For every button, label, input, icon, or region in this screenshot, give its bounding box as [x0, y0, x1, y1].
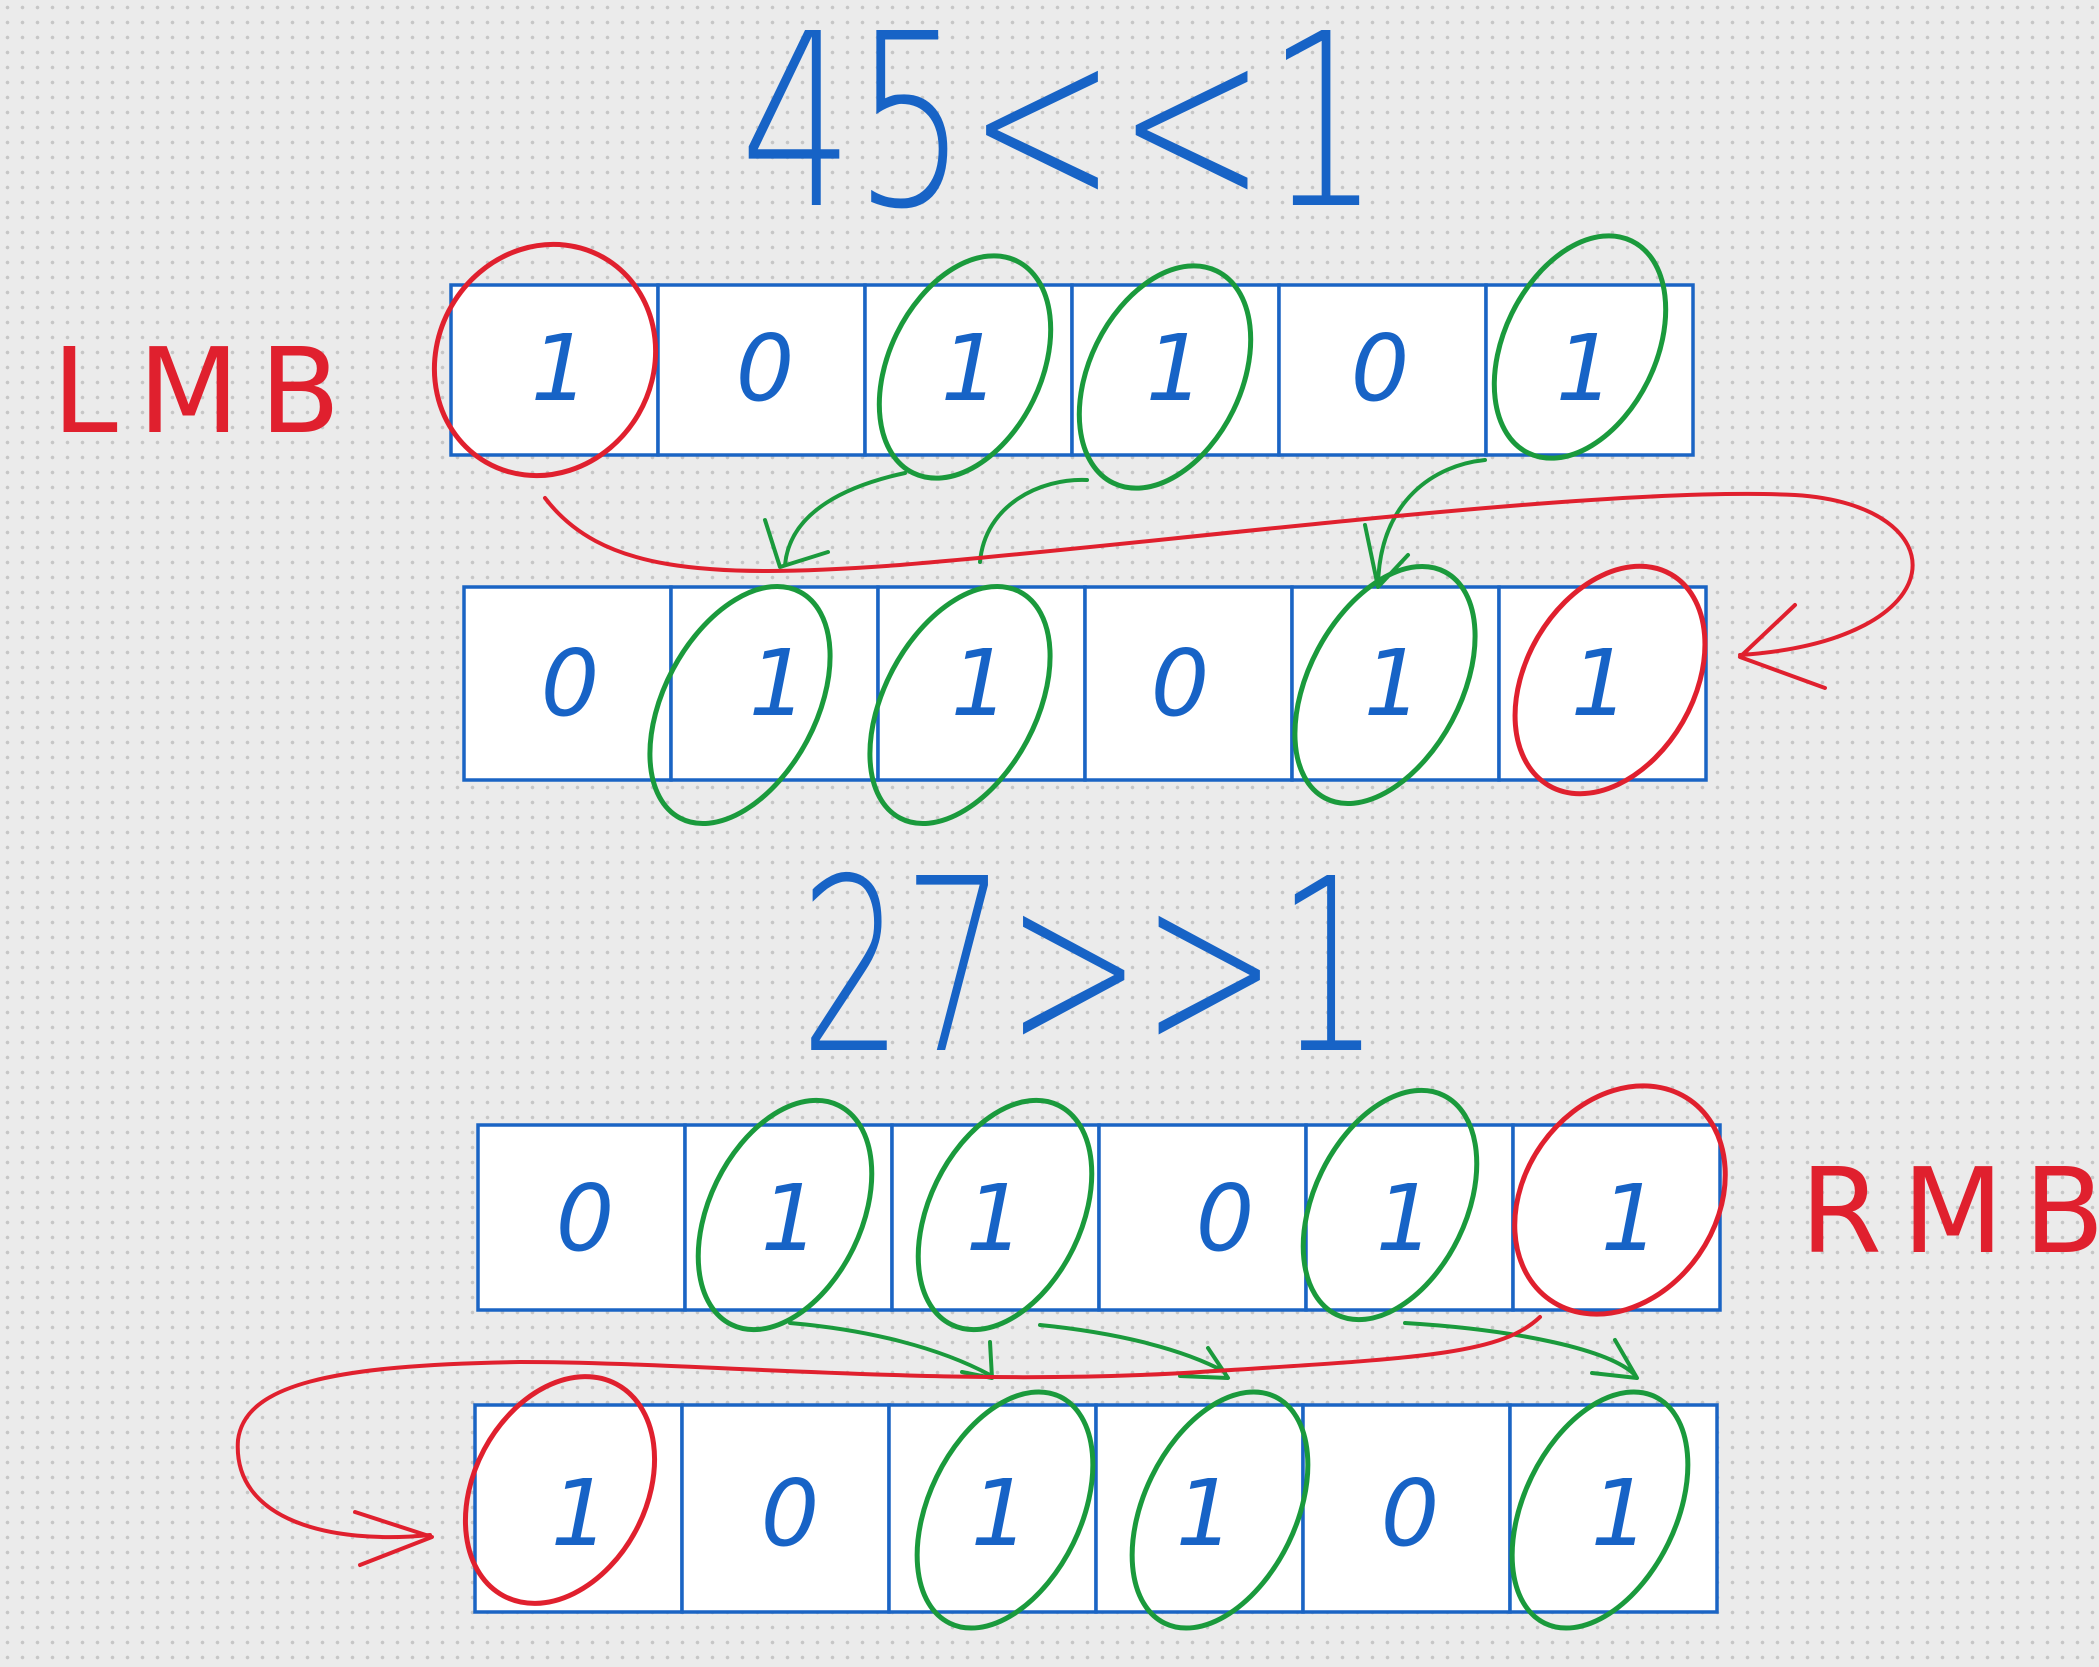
left-shift-arrows [763, 458, 1487, 589]
bit-value: 0 [761, 1460, 820, 1567]
bit-cell [1511, 1123, 1722, 1312]
bit-cell [449, 283, 660, 457]
bit-cell [1497, 585, 1708, 782]
bit-value: 1 [1591, 1460, 1650, 1567]
moved-bit-ring [1292, 563, 1478, 807]
right-shift-input-register: 0 1 1 0 1 1 [476, 1123, 1722, 1312]
bit-value: 1 [1364, 630, 1423, 737]
bit-value: 1 [1146, 315, 1205, 422]
wrap-arrow-head [1738, 603, 1827, 690]
moved-bit-ring [1076, 263, 1254, 491]
left-shift-output-register: 0 1 1 0 1 1 [462, 585, 1708, 782]
bit-value: 1 [749, 630, 808, 737]
wrapped-bit-ring [431, 241, 659, 479]
shift-arrow [1403, 1321, 1637, 1377]
shift-arrow [1376, 458, 1487, 587]
shift-arrow-head [763, 518, 830, 569]
wrapped-bit-ring [1512, 1083, 1728, 1317]
moved-bit-ring [915, 1097, 1095, 1333]
bit-value: 0 [1381, 1460, 1440, 1567]
moved-bit-ring [914, 1389, 1096, 1631]
bit-value: 1 [551, 1460, 610, 1567]
bit-value: 1 [941, 315, 1000, 422]
moved-bit-ring [1491, 233, 1669, 461]
bit-value: 1 [1556, 315, 1615, 422]
shift-arrow-head [1590, 1338, 1639, 1380]
bit-value: 1 [971, 1460, 1030, 1567]
shift-arrow [1038, 1323, 1227, 1374]
moved-bit-ring [876, 253, 1054, 481]
bit-value: 0 [1151, 630, 1210, 737]
bit-value: 1 [761, 1165, 820, 1272]
wrapped-bit-ring [1512, 563, 1708, 797]
wrapped-bit-highlights [431, 241, 1728, 1606]
moved-bit-ring [1300, 1087, 1480, 1323]
moved-bit-ring [1509, 1389, 1691, 1631]
wrapped-bit-ring [462, 1374, 658, 1606]
bit-cell [1277, 283, 1488, 457]
wrap-arrow [543, 491, 1915, 657]
left-shift-input-register: 1 0 1 1 0 1 [449, 283, 1695, 457]
bit-cell [683, 1123, 894, 1312]
shift-arrow [978, 477, 1089, 564]
bit-value: 1 [1376, 1165, 1435, 1272]
moved-bit-ring [867, 583, 1053, 827]
moved-bit-ring [1129, 1389, 1311, 1631]
bit-value: 1 [1176, 1460, 1235, 1567]
bit-value: 0 [541, 630, 600, 737]
bit-value: 1 [951, 630, 1010, 737]
bit-cell [1484, 283, 1695, 457]
left-shift-title: 45<<1 [740, 0, 1380, 262]
wrap-arrow-head [353, 1510, 434, 1567]
bit-value: 0 [1196, 1165, 1255, 1272]
bit-cell [890, 1123, 1101, 1312]
shift-arrow [788, 1321, 992, 1377]
bit-value: 1 [1571, 630, 1630, 737]
right-shift-title: 27>>1 [800, 827, 1380, 1107]
bit-cell [476, 1123, 687, 1312]
bit-value: 0 [736, 315, 795, 422]
bit-value: 1 [1601, 1165, 1660, 1272]
lmb-label: LMB [52, 322, 361, 460]
bit-cell [1083, 585, 1294, 782]
wrap-around-arrows [235, 491, 1915, 1567]
bit-cell [863, 283, 1074, 457]
wrap-arrow [235, 1315, 1542, 1540]
moved-bit-ring [647, 583, 833, 827]
bit-cell [656, 283, 867, 457]
rmb-label: RMB [1800, 1142, 2099, 1280]
bit-cell [680, 1403, 891, 1614]
bit-value: 1 [531, 315, 590, 422]
moved-bit-ring [695, 1097, 875, 1333]
shift-arrow-head [1363, 523, 1410, 589]
bit-value: 0 [1351, 315, 1410, 422]
moved-bit-highlights [647, 233, 1691, 1631]
shift-arrow-head [1178, 1346, 1230, 1380]
shift-arrow [783, 471, 907, 567]
bit-value: 1 [966, 1165, 1025, 1272]
bit-value: 0 [556, 1165, 615, 1272]
right-shift-output-register: 1 0 1 1 0 1 [473, 1403, 1719, 1614]
